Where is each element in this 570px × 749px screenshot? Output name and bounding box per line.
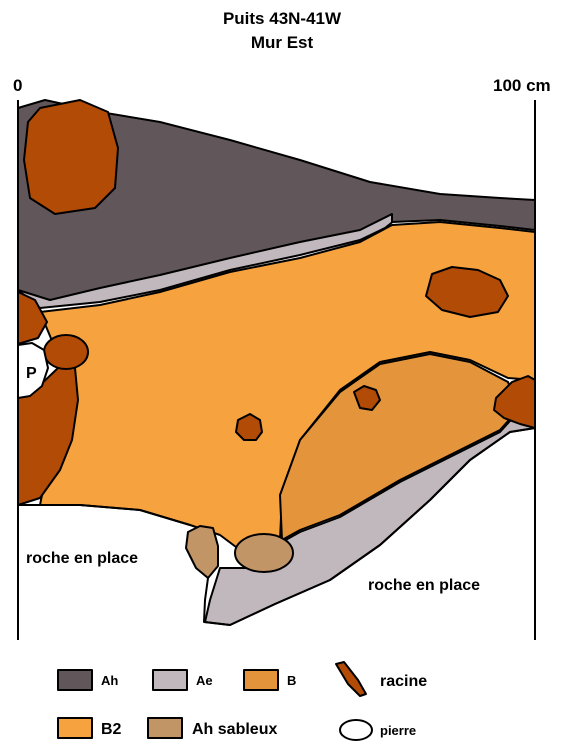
legend-swatch-ah-sableux <box>148 718 182 738</box>
scale-start-label: 0 <box>13 76 22 95</box>
legend-label-ah-sableux: Ah sableux <box>192 721 277 738</box>
root-patch-small-left <box>44 335 88 369</box>
legend-label-b: B <box>287 673 296 688</box>
ah-sableux-blob-center <box>235 534 293 572</box>
legend-swatch-ah <box>58 670 92 690</box>
diagram-subtitle: Mur Est <box>251 33 314 52</box>
bedrock-label-left: roche en place <box>26 550 138 567</box>
legend-label-pierre: pierre <box>380 723 416 738</box>
bedrock-label-right: roche en place <box>368 577 480 594</box>
legend-swatch-b <box>244 670 278 690</box>
legend-label-ah: Ah <box>101 673 118 688</box>
diagram-title: Puits 43N-41W <box>223 9 342 28</box>
legend-root-icon <box>336 662 366 696</box>
legend-stone-outline-icon <box>340 720 372 740</box>
legend-label-ae: Ae <box>196 673 213 688</box>
stone-label: P <box>26 365 37 382</box>
scale-end-label: 100 cm <box>493 76 551 95</box>
legend-label-racine: racine <box>380 673 427 690</box>
legend: Ah Ae B racine B2 Ah sableux pierre <box>58 662 427 740</box>
legend-label-b2: B2 <box>101 721 122 738</box>
legend-swatch-ae <box>153 670 187 690</box>
legend-swatch-b2 <box>58 718 92 738</box>
root-patch-top-left <box>24 100 118 214</box>
ah-sableux-blob-left <box>186 526 218 578</box>
